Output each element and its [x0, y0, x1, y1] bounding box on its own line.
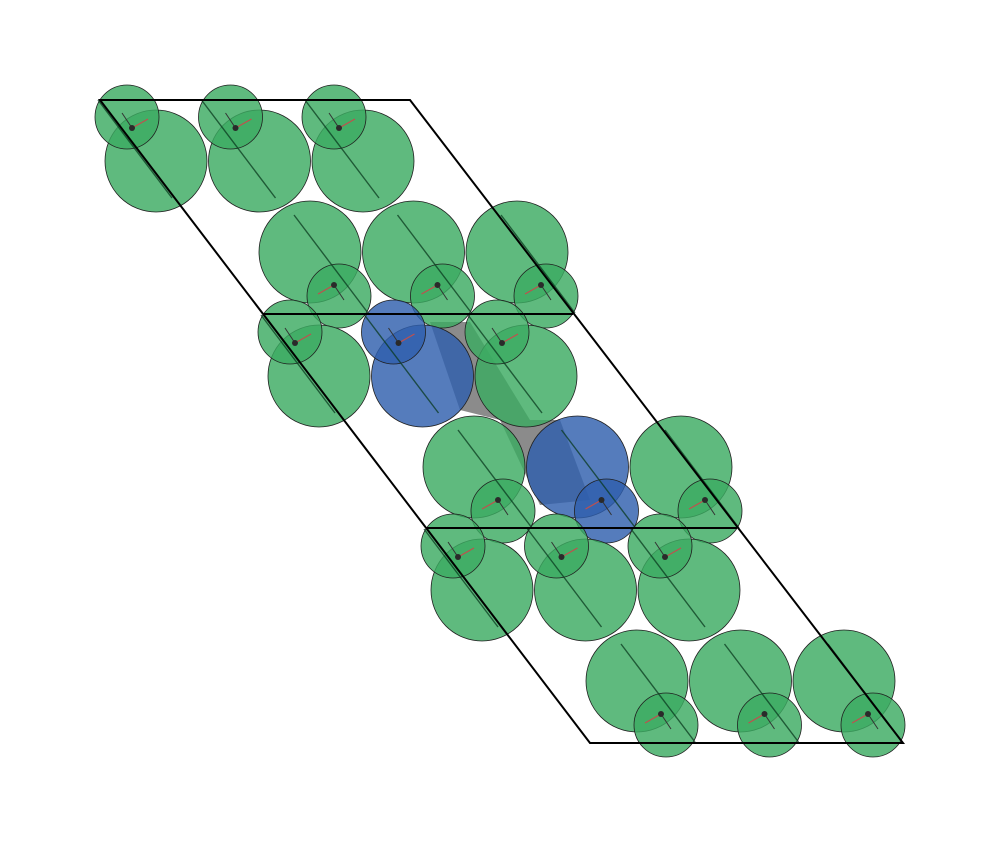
atom-center	[434, 282, 441, 288]
bond-red	[131, 118, 149, 129]
atom-small	[410, 263, 475, 329]
bond-red	[748, 713, 765, 724]
bond-dark	[225, 112, 236, 129]
molecule-layer	[94, 84, 906, 758]
molecule	[689, 629, 802, 758]
bond-dark	[121, 112, 133, 129]
molecule	[464, 299, 578, 428]
cell-edge-segment	[723, 643, 800, 743]
bond-dark	[867, 713, 879, 730]
unit-cell-outline	[97, 99, 906, 744]
cell-edge-segment	[423, 528, 499, 628]
bond-dark	[660, 713, 672, 730]
bond-red	[481, 499, 499, 510]
bond-red	[664, 547, 682, 558]
bond-dark	[704, 499, 716, 516]
atom-center	[702, 497, 708, 503]
bond-dark	[437, 284, 448, 301]
atom-small	[464, 299, 530, 365]
molecule	[420, 513, 534, 642]
atom-small	[627, 513, 693, 579]
bond-dark	[491, 327, 503, 344]
atom-center	[598, 497, 605, 503]
molecule	[627, 513, 741, 642]
atom-center	[331, 282, 337, 288]
bond-red	[524, 284, 542, 295]
atom-small	[633, 692, 699, 758]
bond-red	[457, 547, 475, 558]
atom-center	[129, 125, 135, 131]
bond-dark	[284, 327, 296, 344]
bond-dark	[764, 713, 775, 730]
bond-red	[851, 713, 869, 724]
bond-dark	[540, 284, 552, 301]
atom-center	[662, 554, 668, 560]
bond-dark	[654, 541, 666, 558]
cell-edge-segment	[630, 528, 706, 628]
atom-center	[455, 554, 461, 560]
atom-small	[840, 692, 906, 758]
molecule	[362, 200, 475, 329]
cell-edge-segment	[467, 314, 543, 414]
atom-center	[658, 711, 664, 717]
atom-small	[361, 299, 426, 365]
atom-center	[232, 125, 239, 131]
cell-edge-segment	[97, 99, 173, 199]
defect-molecule	[526, 415, 639, 544]
cell-edge-segment	[457, 429, 533, 529]
atom-center	[292, 340, 298, 346]
atom-small	[737, 692, 802, 758]
bond-red	[644, 713, 662, 724]
bond-dark	[328, 112, 340, 129]
bond-red	[421, 284, 438, 295]
defect-molecule	[361, 299, 474, 428]
atom-center	[499, 340, 505, 346]
molecule	[258, 200, 372, 329]
cell-edge-segment	[560, 429, 637, 529]
bond-red	[501, 333, 519, 344]
atom-small	[306, 263, 372, 329]
cell-edge-segment	[293, 214, 369, 314]
bond-red	[688, 499, 706, 510]
cell-edge-segment	[526, 528, 603, 628]
atom-center	[558, 554, 565, 560]
cell-edge-segment	[304, 99, 380, 199]
bond-red	[317, 284, 335, 295]
bond-dark	[447, 541, 459, 558]
atom-center	[538, 282, 544, 288]
atom-center	[395, 340, 402, 346]
bond-red	[561, 547, 578, 558]
cell-edge-segment	[500, 214, 576, 314]
atom-small	[420, 513, 486, 579]
molecule	[524, 513, 637, 642]
atom-small	[513, 263, 579, 329]
bond-dark	[497, 499, 509, 516]
cell-edge-segment	[363, 314, 440, 414]
atom-small	[524, 513, 589, 579]
bond-red	[235, 118, 252, 129]
atom-small	[257, 299, 323, 365]
cell-edge-segment	[620, 643, 696, 743]
molecule	[465, 200, 579, 329]
bond-red	[398, 333, 415, 344]
atom-center	[865, 711, 871, 717]
bond-red	[585, 499, 602, 510]
atom-center	[495, 497, 501, 503]
bond-dark	[601, 499, 612, 516]
bond-red	[294, 333, 312, 344]
cell-edge-segment	[200, 99, 277, 199]
bond-dark	[388, 327, 399, 344]
bond-red	[338, 118, 356, 129]
atom-center	[761, 711, 768, 717]
cell-edge-segment	[260, 314, 336, 414]
molecule	[792, 629, 906, 758]
molecule	[257, 299, 371, 428]
cell-edge-segment	[396, 214, 473, 314]
bond-dark	[551, 541, 562, 558]
molecule	[585, 629, 699, 758]
atom-center	[336, 125, 342, 131]
bond-dark	[333, 284, 345, 301]
